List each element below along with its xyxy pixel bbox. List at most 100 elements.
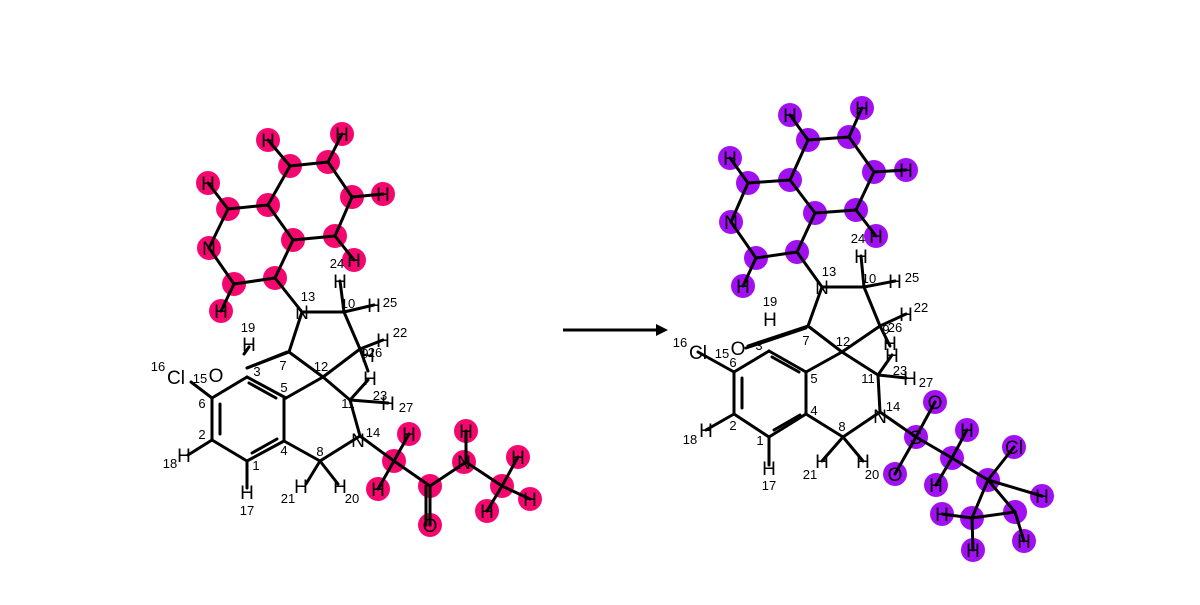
atom-index: 23 [893, 363, 907, 378]
atom-label: H [261, 131, 275, 152]
bond [358, 338, 385, 351]
bond [795, 250, 824, 289]
atom-label: H [376, 185, 390, 206]
atom-label: N [724, 213, 738, 234]
bond [986, 478, 1017, 514]
atom-index: 16 [151, 359, 165, 374]
bond [291, 234, 337, 242]
atom-label: H [367, 296, 381, 317]
atom-label: H [899, 161, 913, 182]
bond [358, 434, 396, 463]
atom-index: 20 [865, 467, 879, 482]
bond [318, 459, 340, 486]
atom-index: 6 [729, 355, 736, 370]
atom-label: H [294, 477, 308, 498]
bond [266, 164, 292, 207]
atom-label: H [333, 272, 347, 293]
bond [744, 326, 808, 350]
atom-index: 5 [280, 380, 287, 395]
atom-index: 10 [862, 271, 876, 286]
bond [287, 310, 304, 354]
bond [804, 412, 845, 439]
bond [876, 373, 908, 380]
bond [788, 138, 810, 182]
atom-label: H [869, 227, 883, 248]
bond [242, 345, 251, 356]
bond [485, 484, 504, 513]
atom-index: 17 [240, 503, 254, 518]
bond [746, 178, 792, 185]
bond [840, 324, 882, 354]
bond [767, 412, 808, 439]
bond [859, 254, 866, 289]
atom-label: H [242, 335, 256, 356]
atom-index: 12 [314, 359, 328, 374]
bond [266, 138, 292, 168]
atom-index: 4 [280, 443, 287, 458]
bond [245, 350, 289, 370]
atom-label: O [928, 393, 943, 414]
bond [732, 412, 771, 439]
atom-index: 23 [373, 388, 387, 403]
bond [729, 220, 758, 260]
atom-label: H [1035, 487, 1049, 508]
bond [878, 324, 892, 348]
bond [862, 279, 897, 289]
bond [206, 181, 230, 211]
reaction-arrow [563, 324, 668, 336]
atom-index: 26 [888, 320, 902, 335]
bond [266, 203, 295, 242]
bond [806, 324, 844, 354]
atom-label: H [935, 505, 949, 526]
atom-label: H [903, 369, 917, 390]
atom-label: H [763, 310, 777, 331]
atom-label: H [459, 422, 473, 443]
atom-index: 1 [252, 458, 259, 473]
atom-label: H [856, 452, 870, 473]
atom-index: 10 [341, 296, 355, 311]
atom-index: 13 [822, 264, 836, 279]
atom-label: H [347, 251, 361, 272]
atom-label: Cl [1005, 438, 1023, 459]
bond [282, 439, 322, 463]
bond [878, 312, 908, 328]
atom-index: 17 [762, 478, 776, 493]
bond [876, 373, 882, 414]
atom-index: 27 [919, 375, 933, 390]
atom-index: 6 [198, 396, 205, 411]
atom-index: 24 [851, 231, 865, 246]
atom-index: 8 [316, 444, 323, 459]
atom-index: 11 [861, 371, 875, 386]
atom-label: Cl [167, 368, 185, 389]
atom-label: H [480, 502, 494, 523]
atom-label: S [910, 428, 923, 449]
bond [348, 378, 370, 402]
bond [186, 438, 214, 457]
atom-label: H [363, 369, 377, 390]
bond [245, 375, 288, 400]
atom-index: 7 [802, 333, 809, 348]
atom-label: H [966, 541, 980, 562]
bond [696, 350, 736, 374]
atom-index: 15 [193, 371, 207, 386]
atom-label: H [854, 247, 868, 268]
bond [841, 435, 865, 463]
atom-label: O [888, 465, 903, 486]
bond [318, 434, 362, 463]
bond [287, 350, 325, 379]
bond [392, 459, 432, 488]
bond [841, 410, 882, 439]
atom-label: H [201, 174, 215, 195]
bond [226, 203, 270, 211]
atom-label: O [731, 339, 746, 360]
aromatic-bond [772, 413, 802, 432]
bond [795, 211, 817, 254]
atom-label: H [1017, 532, 1031, 553]
bond [914, 400, 937, 439]
bond [321, 375, 352, 402]
atom-label: N [873, 407, 887, 428]
bond [732, 349, 771, 374]
